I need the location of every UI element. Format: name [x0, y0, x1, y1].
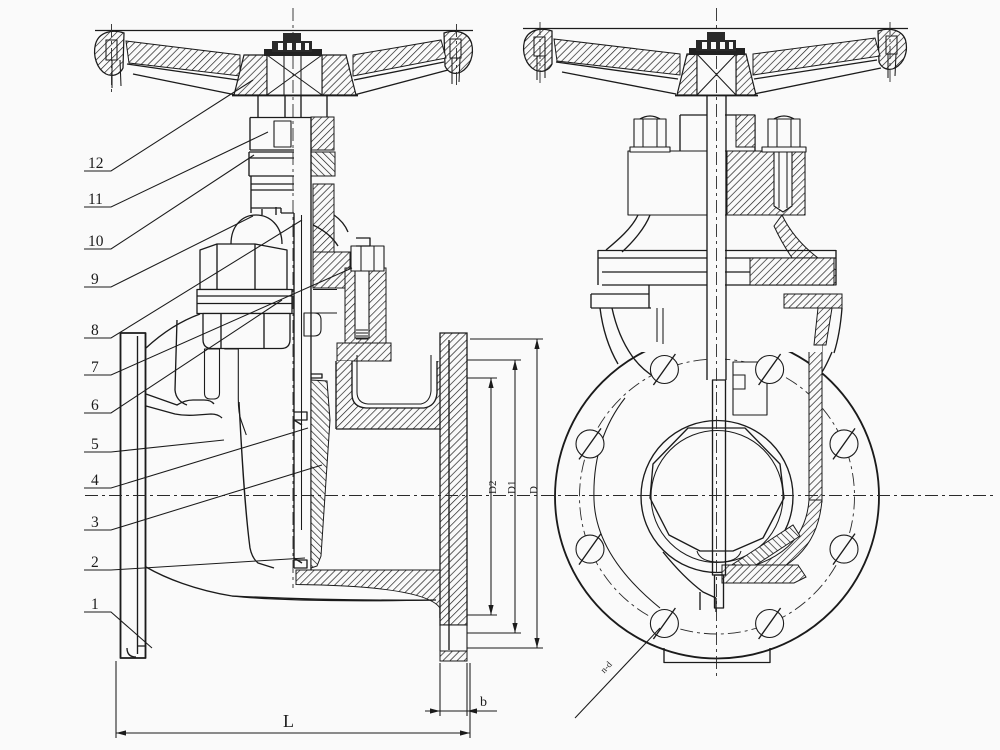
svg-text:7: 7 — [91, 359, 99, 376]
svg-text:D2: D2 — [487, 481, 499, 494]
svg-text:D: D — [528, 486, 540, 494]
svg-text:5: 5 — [91, 436, 99, 453]
svg-text:3: 3 — [91, 514, 99, 531]
svg-text:1: 1 — [91, 596, 99, 613]
svg-text:D1: D1 — [506, 481, 518, 494]
svg-text:L: L — [283, 711, 294, 731]
svg-text:2: 2 — [91, 554, 99, 571]
svg-text:4: 4 — [91, 472, 99, 489]
svg-text:b: b — [480, 695, 487, 710]
svg-text:11: 11 — [88, 191, 103, 208]
svg-text:10: 10 — [88, 233, 104, 250]
svg-text:6: 6 — [91, 397, 99, 414]
svg-text:8: 8 — [91, 322, 99, 339]
svg-text:12: 12 — [88, 155, 104, 172]
svg-text:9: 9 — [91, 271, 99, 288]
